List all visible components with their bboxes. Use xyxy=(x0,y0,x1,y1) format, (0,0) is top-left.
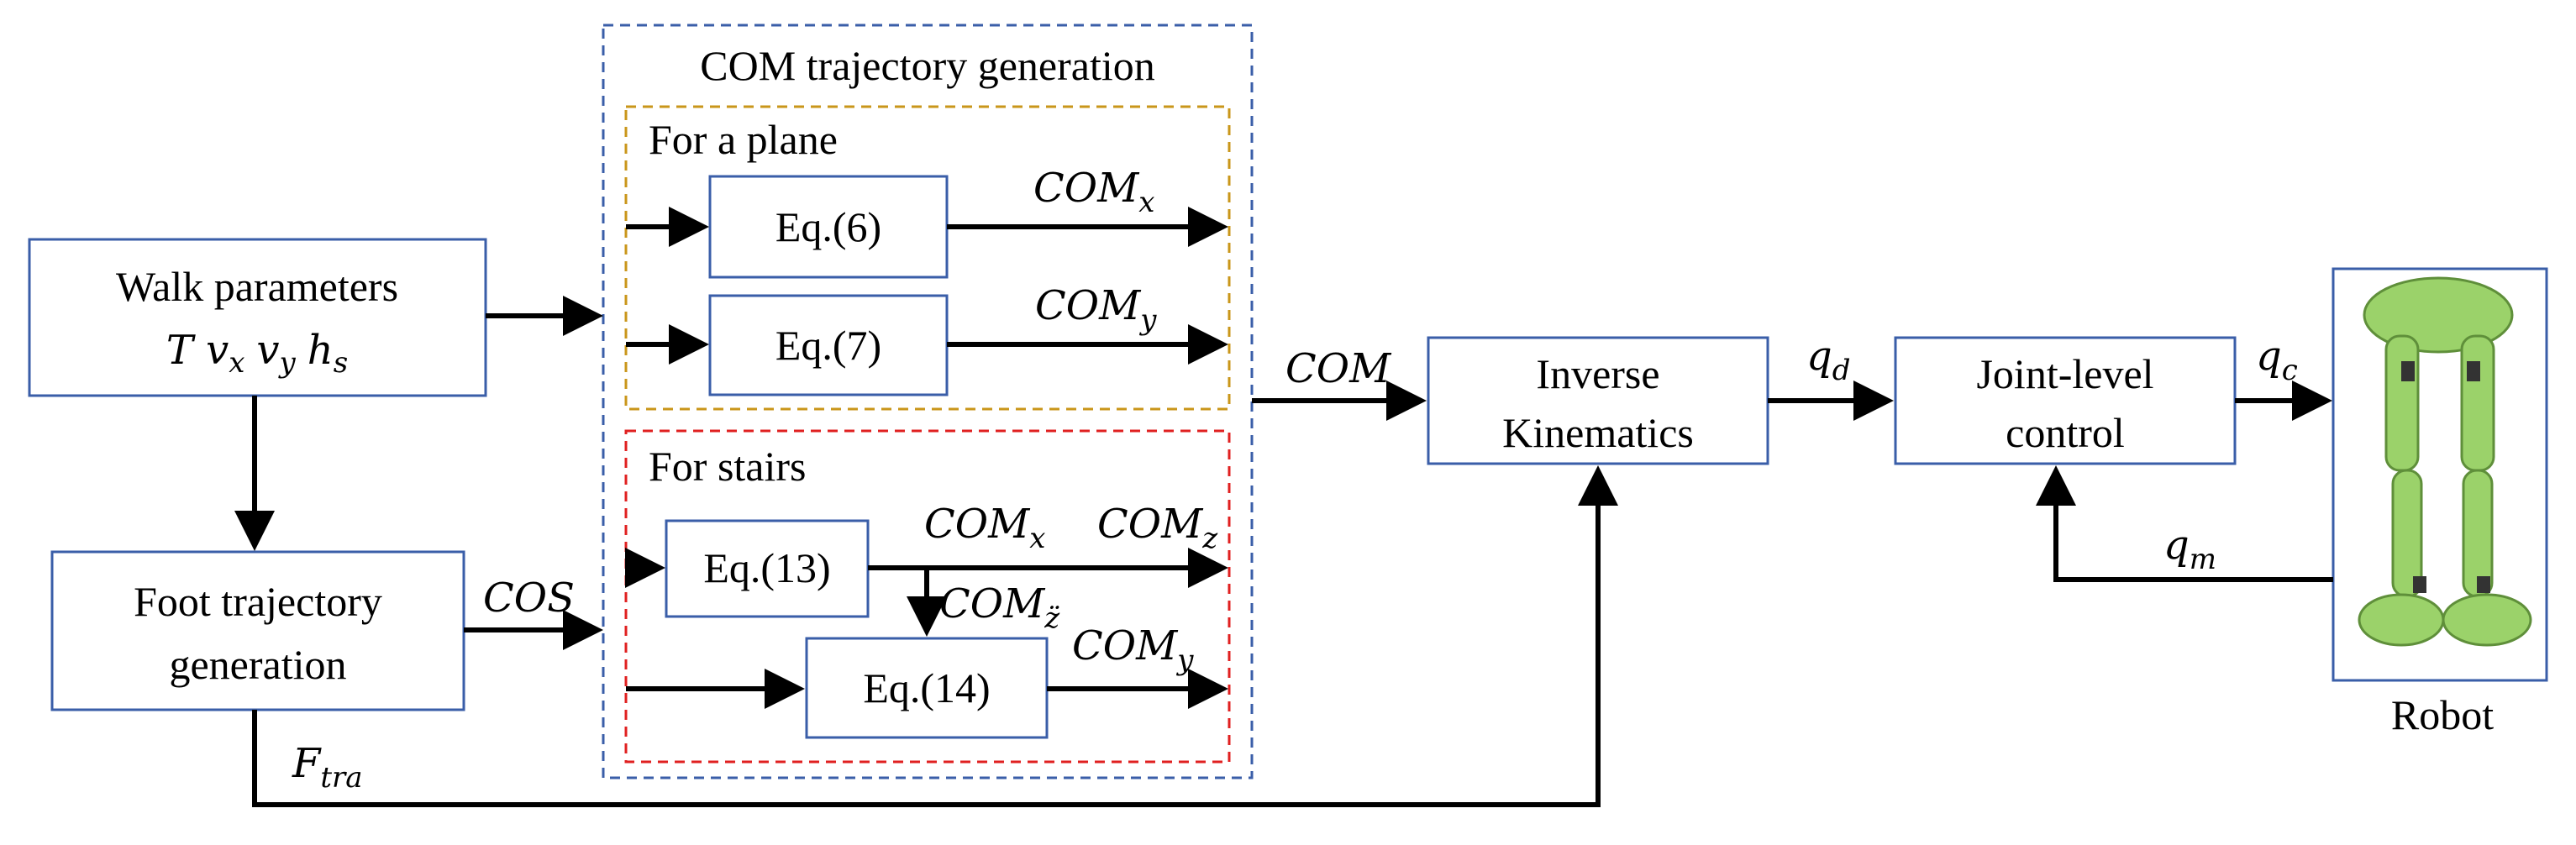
signal-com-x-plane: COMx xyxy=(1033,165,1154,219)
inverse-kinematics-line2: Kinematics xyxy=(1502,409,1694,456)
stairs-group xyxy=(624,429,1231,764)
signal-com-zdd: COMz̈ xyxy=(939,580,1060,635)
signal-com-y-plane: COMy xyxy=(1035,282,1157,337)
stairs-group-title: For stairs xyxy=(649,443,807,490)
signal-cos: COS xyxy=(483,575,575,622)
inverse-kinematics-line1: Inverse xyxy=(1536,350,1659,397)
walk-parameters-label: Walk parameters xyxy=(116,263,398,310)
eq13-block xyxy=(665,519,870,618)
arrow-robot-feedback xyxy=(2036,465,2333,582)
signal-com-x-stairs: COMx xyxy=(924,501,1045,555)
signal-com-y-stairs: COMy xyxy=(1072,622,1194,677)
connections xyxy=(234,207,2333,807)
joint-level-control-block xyxy=(1894,336,2237,465)
foot-trajectory-line1: Foot trajectory xyxy=(134,578,382,625)
foot-trajectory-line2: generation xyxy=(169,641,346,688)
robot-label: Robot xyxy=(2391,691,2494,738)
signal-com-z-stairs: COMz xyxy=(1097,501,1218,555)
signal-q-c: qc xyxy=(2256,333,2298,387)
eq13-label: Eq.(13) xyxy=(703,544,830,591)
joint-level-control-line1: Joint-level xyxy=(1976,350,2153,397)
arrow-foot-to-ik xyxy=(252,465,1618,807)
signal-q-m: qm xyxy=(2163,522,2216,576)
com-generation-title: COM trajectory generation xyxy=(700,42,1154,89)
plane-group-title: For a plane xyxy=(649,116,838,163)
eq6-label: Eq.(6) xyxy=(775,203,881,250)
eq14-label: Eq.(14) xyxy=(863,664,990,711)
eq14-block xyxy=(805,637,1049,739)
signal-q-d: qd xyxy=(1806,333,1851,387)
inverse-kinematics-block xyxy=(1427,336,1769,465)
eq7-label: Eq.(7) xyxy=(775,322,881,369)
signal-f-tra: Ftra xyxy=(292,740,363,795)
robot-illustration xyxy=(2358,276,2532,647)
signal-com: COM xyxy=(1285,345,1392,392)
joint-level-control-line2: control xyxy=(2006,409,2125,456)
foot-trajectory-block xyxy=(50,550,465,711)
